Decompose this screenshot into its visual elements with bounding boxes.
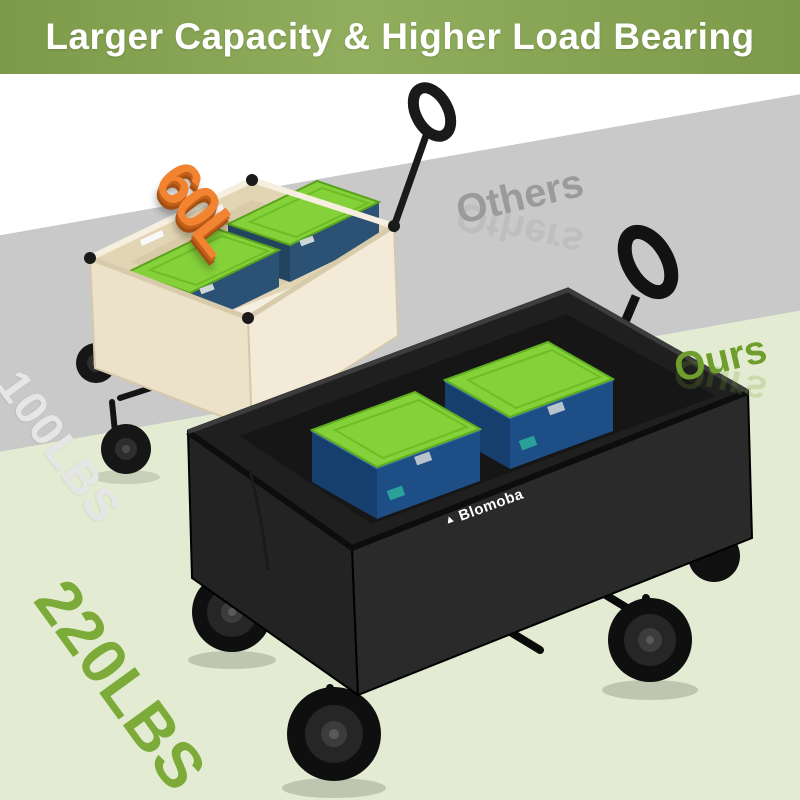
cooler-label <box>518 435 538 451</box>
velcro-strip <box>200 204 224 220</box>
rim-corner-caps <box>84 174 400 324</box>
cooler-latch <box>199 283 215 295</box>
fabric-seam <box>248 469 270 571</box>
wheel-shadow <box>282 778 386 798</box>
header-banner: Larger Capacity & Higher Load Bearing <box>0 0 800 74</box>
cooler-latch <box>414 451 433 466</box>
cooler-latch <box>299 235 315 247</box>
others-wagon-handle-rod <box>388 128 432 234</box>
ours-wagon-illustration <box>186 224 754 798</box>
velcro-strip <box>140 230 164 246</box>
wheel-shadow <box>602 680 698 700</box>
cooler-latch <box>547 401 566 416</box>
ours-wagon-cooler-left <box>309 390 483 519</box>
wheel-shadow <box>188 651 276 669</box>
cooler-label <box>386 485 406 501</box>
wheel-shadow <box>92 470 160 484</box>
ours-wagon-rim-front <box>186 389 750 552</box>
ours-wagon-handle-grip <box>617 224 679 300</box>
page-title: Larger Capacity & Higher Load Bearing <box>45 16 755 57</box>
ours-wagon-rim-back <box>187 287 749 434</box>
others-wagon-handle-grip <box>407 82 457 142</box>
blomoba-logo-icon: ▲ <box>442 511 458 528</box>
ours-wagon-cooler-right <box>442 340 616 469</box>
